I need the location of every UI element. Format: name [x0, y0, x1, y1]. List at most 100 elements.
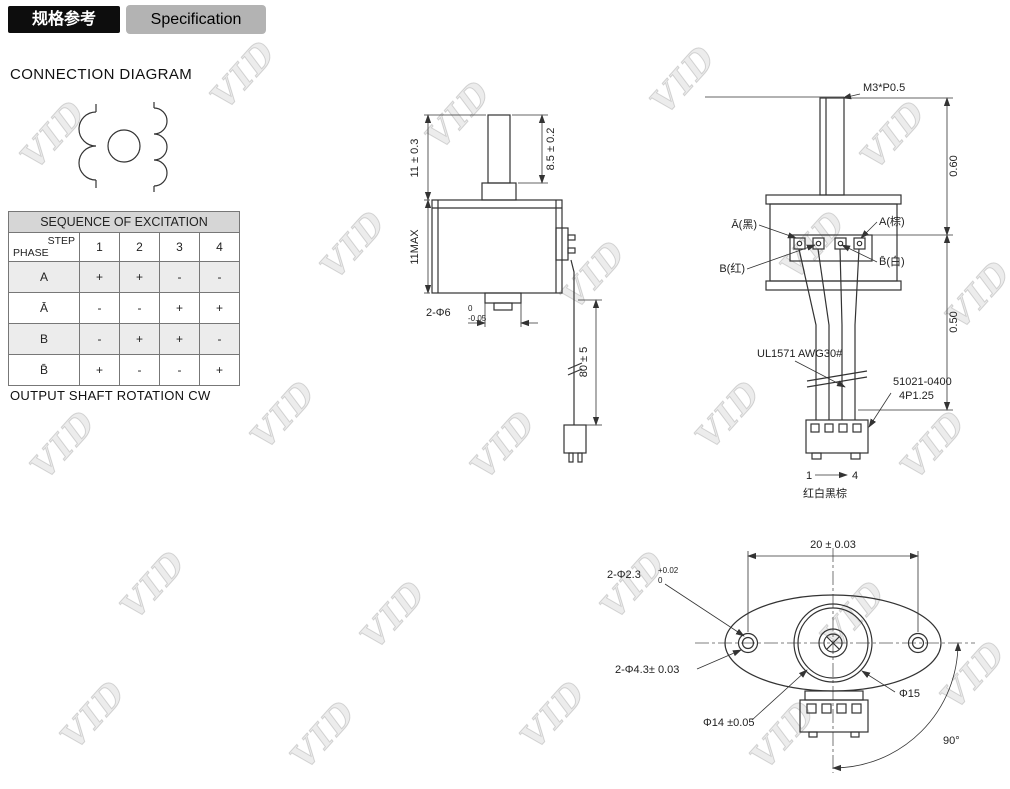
- cn-title-badge: 规格参考: [8, 6, 120, 33]
- phase-cell: B̄: [7, 354, 81, 386]
- dim-shaft-length-label: 11 ± 0.3: [409, 139, 421, 178]
- dimension-lead-length: [578, 299, 602, 426]
- phase-cell: Ā: [7, 292, 81, 324]
- wire-spec-label: UL1571 AWG30#: [757, 348, 843, 360]
- terminal-block: [789, 234, 873, 262]
- wire-colors-label: 红白黑棕: [803, 486, 847, 500]
- angle-arc: [832, 642, 962, 772]
- value-cell: -: [119, 292, 160, 324]
- dim-outer-circle-label: Φ15: [899, 688, 920, 700]
- connection-diagram-figure: [78, 102, 168, 192]
- motor-shaft: [487, 114, 511, 184]
- dim-shaft-tip-label: 8.5 ± 0.2: [545, 128, 557, 171]
- dim-boss-tol-lower: -0.05: [468, 314, 487, 323]
- coil-b: [153, 107, 168, 187]
- terminal-leaders: [746, 221, 878, 270]
- thread-spec-label: M3*P0.5: [863, 82, 905, 94]
- dim-small-holes-label: 2-Φ2.3: [607, 569, 641, 581]
- motor-body-side: [769, 203, 898, 282]
- terminal-a-bar-label: Ā(黑): [731, 218, 757, 231]
- terminal-tab: [555, 227, 569, 261]
- value-cell: +: [79, 261, 121, 293]
- watermark: VID: [313, 202, 396, 288]
- dim-angle-label: 90°: [943, 735, 960, 747]
- wire-3: [839, 248, 843, 420]
- dimension-shaft-length: [424, 114, 486, 201]
- connection-diagram-title: CONNECTION DIAGRAM: [10, 66, 193, 83]
- dim-boss-tol-upper: 0: [468, 304, 473, 313]
- dimension-upper: [844, 97, 953, 236]
- value-cell: +: [79, 354, 121, 386]
- watermark: VID: [113, 542, 196, 628]
- value-cell: +: [159, 292, 200, 324]
- dimension-body-height: [424, 199, 432, 294]
- pin-last-label: 4: [852, 470, 858, 482]
- value-cell: -: [198, 261, 241, 293]
- top-flange: [765, 194, 902, 205]
- rotation-note: OUTPUT SHAFT ROTATION CW: [10, 388, 211, 403]
- step-phase-corner-cell: STEP PHASE: [7, 232, 81, 262]
- sequence-of-excitation: SEQUENCE OF EXCITATION STEP PHASE 1 2 3 …: [7, 211, 241, 386]
- dim-upper-label: 0.60: [948, 155, 960, 176]
- value-cell: +: [119, 261, 160, 293]
- bottom-flange: [765, 280, 902, 291]
- phase-cell: B: [7, 323, 81, 355]
- dim-big-holes-label: 2-Φ4.3± 0.03: [615, 664, 679, 676]
- motor-shaft-side: [819, 97, 845, 196]
- wire-2: [817, 248, 830, 420]
- small-holes-leader: [664, 583, 745, 637]
- dim-body-height-label: 11MAX: [409, 229, 421, 265]
- dimension-boss: [468, 303, 538, 327]
- wire-spec-leader: [794, 360, 846, 388]
- coil-a: [78, 111, 97, 181]
- dimension-hole-distance: [747, 551, 919, 632]
- step-header: 1: [79, 232, 121, 262]
- corner-step-label: STEP: [47, 235, 76, 247]
- value-cell: -: [159, 354, 200, 386]
- connector-model-label: 51021-0400: [893, 376, 952, 388]
- sequence-of-excitation-table: SEQUENCE OF EXCITATION STEP PHASE 1 2 3 …: [7, 211, 241, 386]
- pilot-circle-leader: [751, 669, 808, 721]
- dim-lower-label: 0.50: [948, 311, 960, 332]
- step-header: 2: [119, 232, 160, 262]
- small-holes-tol-lower: 0: [658, 576, 663, 585]
- small-holes-tol-upper: +0.02: [658, 566, 679, 575]
- wire-connector: [805, 419, 869, 454]
- watermark: VID: [243, 372, 326, 458]
- phase-cell: A: [7, 261, 81, 293]
- mounting-hole-left: [737, 632, 759, 654]
- watermark: VID: [283, 692, 366, 778]
- corner-phase-label: PHASE: [13, 247, 49, 259]
- dim-boss-label: 2-Φ6: [426, 307, 451, 319]
- terminal-b-bar-label: B̄(白): [879, 254, 905, 268]
- terminal-b-label: B(红): [719, 262, 745, 275]
- watermark: VID: [23, 402, 106, 488]
- terminal-a-label: A(棕): [879, 214, 905, 228]
- side-view-drawing: M3*P0.5 0.60 0.50 Ā(黑) A(棕) B(红) B̄(白) U…: [705, 82, 960, 500]
- value-cell: -: [79, 323, 121, 355]
- watermark: VID: [353, 572, 436, 658]
- front-view-drawing: 11 ± 0.3 11MAX 8.5 ± 0.2 2-Φ6 0 -0.05 80…: [409, 114, 602, 463]
- dimension-shaft-tip: [512, 114, 548, 184]
- bottom-view-drawing: 20 ± 0.03 2-Φ2.3 +0.02 0 2-Φ4.3± 0.03 Φ1…: [607, 539, 975, 773]
- wire-1: [798, 248, 817, 420]
- pin-first-label: 1: [806, 470, 812, 482]
- dimension-lower: [858, 234, 953, 411]
- big-holes-leader: [696, 649, 742, 670]
- value-cell: +: [119, 323, 160, 355]
- shaft-collar: [481, 182, 517, 201]
- motor-body: [431, 199, 563, 294]
- rotor-circle: [107, 129, 141, 163]
- dim-hole-distance-label: 20 ± 0.03: [810, 539, 856, 551]
- value-cell: -: [119, 354, 160, 386]
- value-cell: +: [198, 354, 241, 386]
- value-cell: -: [79, 292, 121, 324]
- table-title: SEQUENCE OF EXCITATION: [8, 211, 240, 233]
- plug-connector: [563, 424, 587, 454]
- value-cell: -: [159, 261, 200, 293]
- wire-4: [854, 248, 860, 420]
- value-cell: -: [198, 323, 241, 355]
- connector-pitch-label: 4P1.25: [899, 390, 934, 402]
- dim-pilot-circle-label: Φ14 ±0.05: [703, 717, 755, 729]
